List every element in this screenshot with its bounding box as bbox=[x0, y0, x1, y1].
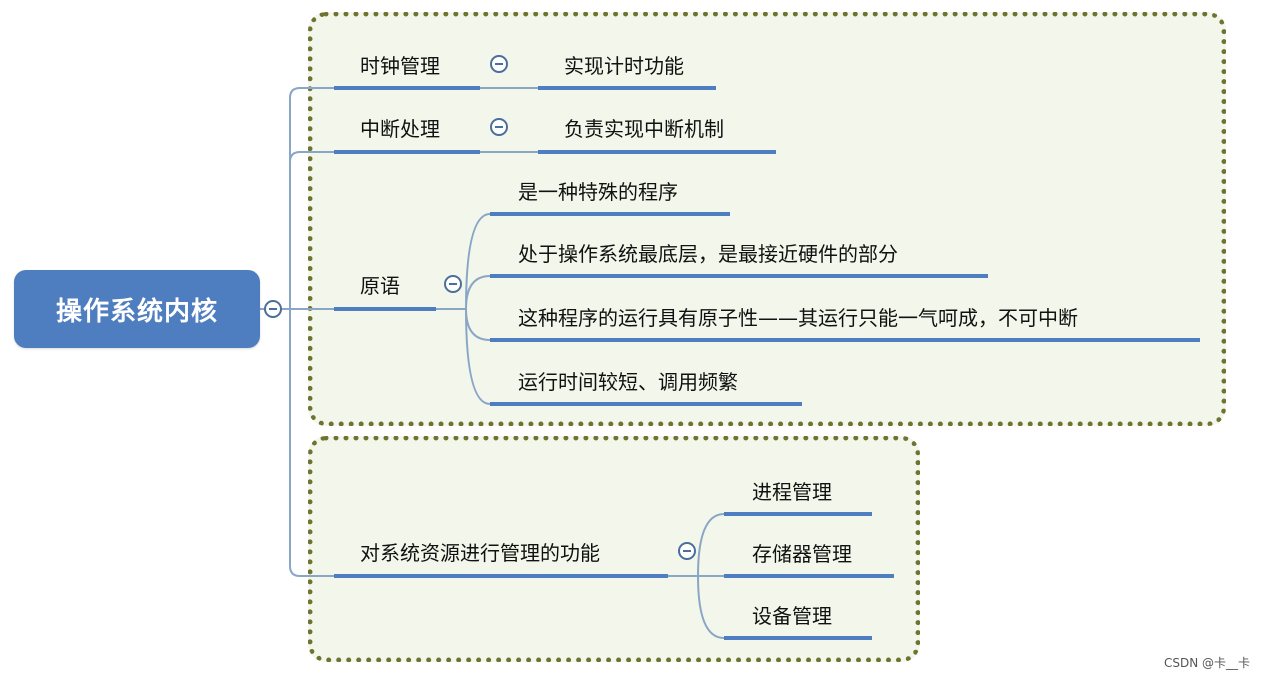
watermark: CSDN @卡__卡 bbox=[1163, 656, 1250, 670]
collapse-toggle-icon[interactable] bbox=[490, 55, 508, 73]
connector-trunk-branch2 bbox=[289, 151, 334, 163]
child-memory-management[interactable]: 存储器管理 bbox=[752, 542, 852, 566]
collapse-toggle-icon[interactable] bbox=[490, 118, 508, 136]
branch-interrupt-handling[interactable]: 中断处理 bbox=[360, 117, 440, 141]
child-primitive-atomic[interactable]: 这种程序的运行具有原子性——其运行只能一气呵成，不可中断 bbox=[518, 306, 1078, 330]
collapse-toggle-icon[interactable] bbox=[444, 275, 462, 293]
connector-resource-children bbox=[668, 513, 725, 639]
collapse-toggle-icon[interactable] bbox=[264, 300, 282, 318]
child-primitive-lowest-layer[interactable]: 处于操作系统最底层，是最接近硬件的部分 bbox=[518, 242, 898, 266]
connector-primitive-children bbox=[436, 213, 491, 405]
child-device-management[interactable]: 设备管理 bbox=[752, 604, 832, 628]
branch-primitive[interactable]: 原语 bbox=[360, 274, 400, 298]
branch-clock-management[interactable]: 时钟管理 bbox=[360, 54, 440, 78]
child-process-management[interactable]: 进程管理 bbox=[752, 480, 832, 504]
root-node-label: 操作系统内核 bbox=[55, 296, 218, 327]
child-timing-function[interactable]: 实现计时功能 bbox=[564, 54, 684, 78]
child-primitive-short-frequent[interactable]: 运行时间较短、调用频繁 bbox=[518, 370, 738, 394]
child-primitive-special-program[interactable]: 是一种特殊的程序 bbox=[518, 180, 678, 204]
group-box-resource-management bbox=[308, 436, 920, 662]
group-box-kernel-basics bbox=[308, 12, 1226, 426]
child-interrupt-mechanism[interactable]: 负责实现中断机制 bbox=[564, 117, 724, 141]
branch-resource-management[interactable]: 对系统资源进行管理的功能 bbox=[360, 541, 600, 565]
collapse-toggle-icon[interactable] bbox=[678, 542, 696, 560]
connector-trunk bbox=[289, 87, 301, 577]
root-node[interactable]: 操作系统内核 bbox=[14, 270, 260, 348]
